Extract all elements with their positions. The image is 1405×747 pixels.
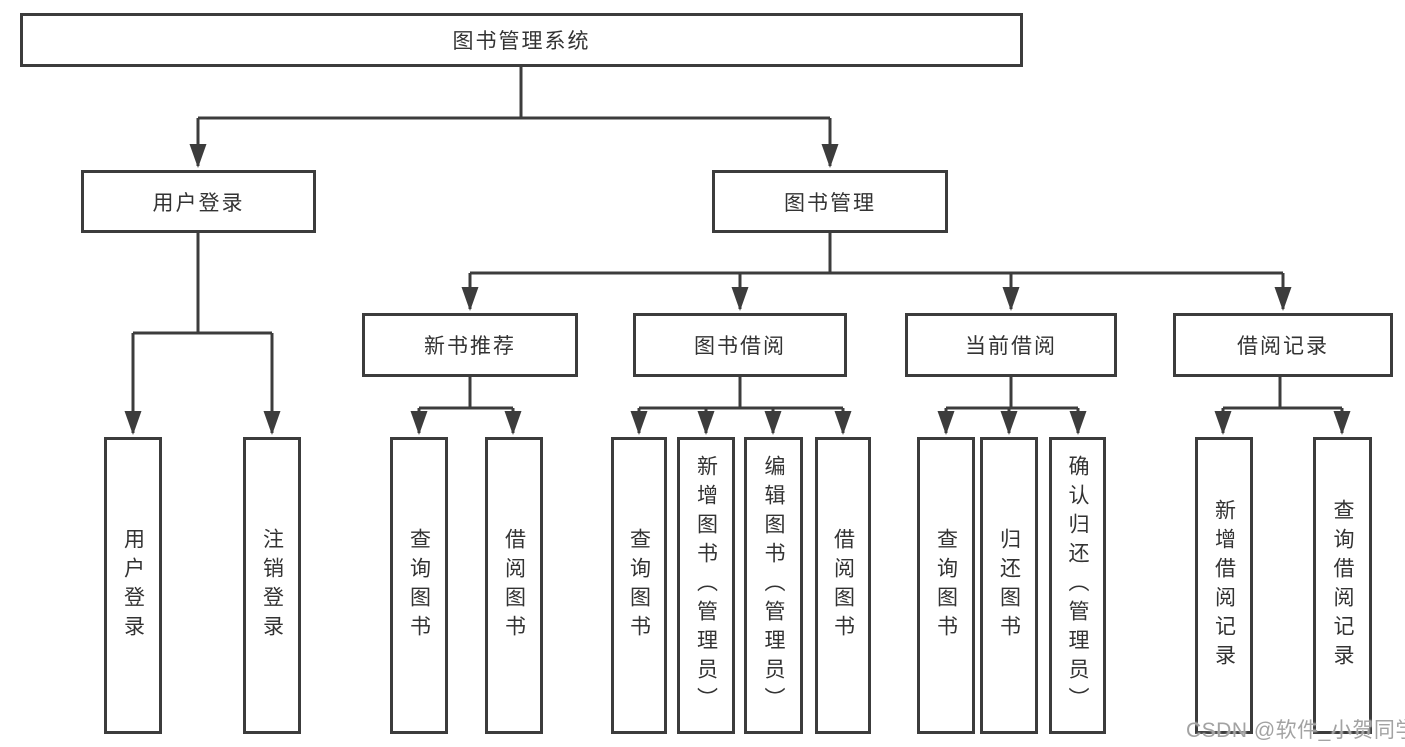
node-user-login-label: 用户登录 — [152, 191, 245, 215]
node-leaf-add-book-admin-label: 新增图书（管理员） — [694, 455, 718, 716]
node-book-borrow: 图书借阅 — [633, 313, 847, 377]
node-leaf-user-login: 用户登录 — [104, 437, 162, 734]
node-current-borrow-label: 当前借阅 — [965, 335, 1057, 358]
node-leaf-add-book-admin: 新增图书（管理员） — [677, 437, 735, 734]
node-leaf-query-books-recommend-label: 查询图书 — [407, 527, 431, 644]
node-book-borrow-label: 图书借阅 — [694, 335, 786, 358]
node-leaf-borrow-books-recommend-label: 借阅图书 — [502, 527, 526, 644]
node-root: 图书管理系统 — [20, 13, 1023, 67]
node-leaf-user-login-label: 用户登录 — [121, 527, 145, 644]
node-borrow-records: 借阅记录 — [1173, 313, 1393, 377]
node-leaf-query-borrow-record: 查询借阅记录 — [1313, 437, 1372, 734]
node-leaf-query-books-recommend: 查询图书 — [390, 437, 448, 734]
node-new-book-recommend-label: 新书推荐 — [424, 335, 516, 358]
node-leaf-logout: 注销登录 — [243, 437, 301, 734]
node-leaf-logout-label: 注销登录 — [260, 527, 284, 644]
node-leaf-add-borrow-record: 新增借阅记录 — [1195, 437, 1253, 734]
node-leaf-confirm-return-admin-label: 确认归还（管理员） — [1066, 455, 1089, 716]
node-leaf-edit-book-admin-label: 编辑图书（管理员） — [762, 455, 785, 716]
node-leaf-borrow-books-label: 借阅图书 — [831, 527, 855, 644]
node-borrow-records-label: 借阅记录 — [1237, 335, 1329, 358]
node-leaf-borrow-books-recommend: 借阅图书 — [485, 437, 543, 734]
node-book-management-label: 图书管理 — [784, 191, 876, 215]
csdn-watermark: CSDN @软件_小贺同学 — [1186, 719, 1405, 742]
node-user-login: 用户登录 — [81, 170, 316, 233]
node-leaf-query-books-borrow-label: 查询图书 — [627, 527, 651, 644]
node-current-borrow: 当前借阅 — [905, 313, 1117, 377]
node-leaf-add-borrow-record-label: 新增借阅记录 — [1212, 498, 1236, 673]
node-leaf-query-books-current: 查询图书 — [917, 437, 975, 734]
node-leaf-return-book-label: 归还图书 — [997, 527, 1021, 644]
node-leaf-borrow-books: 借阅图书 — [815, 437, 871, 734]
node-leaf-return-book: 归还图书 — [980, 437, 1038, 734]
node-root-label: 图书管理系统 — [452, 30, 591, 53]
node-leaf-query-borrow-record-label: 查询借阅记录 — [1331, 498, 1354, 673]
node-book-management: 图书管理 — [712, 170, 948, 233]
node-leaf-query-books-borrow: 查询图书 — [611, 437, 667, 734]
node-leaf-edit-book-admin: 编辑图书（管理员） — [744, 437, 803, 734]
node-new-book-recommend: 新书推荐 — [362, 313, 578, 377]
node-leaf-confirm-return-admin: 确认归还（管理员） — [1049, 437, 1106, 734]
node-leaf-query-books-current-label: 查询图书 — [934, 527, 958, 644]
